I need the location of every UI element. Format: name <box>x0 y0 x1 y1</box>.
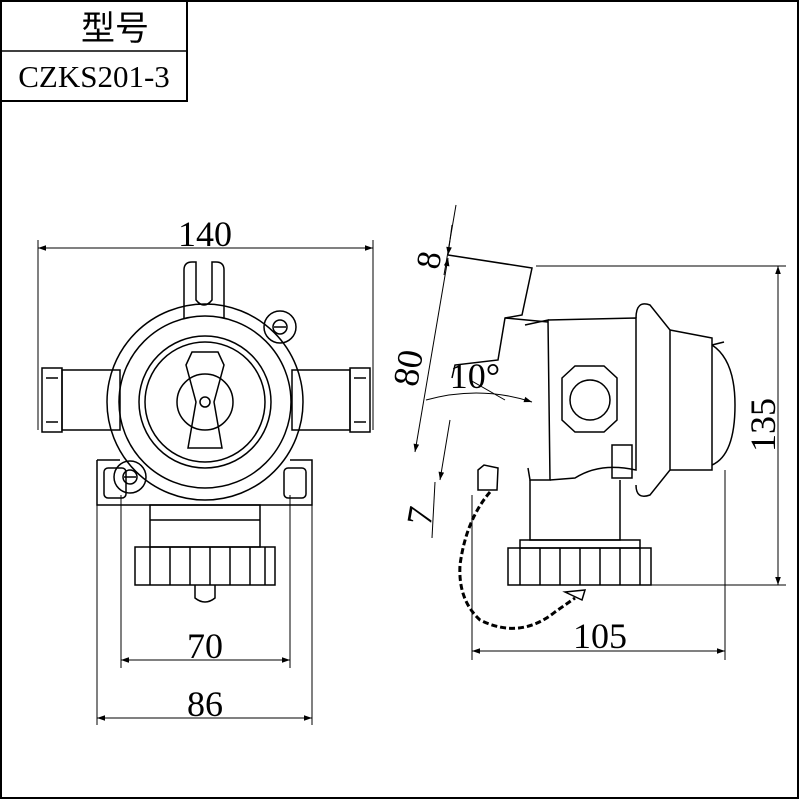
dim-front-width: 140 <box>178 214 232 254</box>
side-view <box>447 254 736 630</box>
dim-mount-outer: 86 <box>187 684 223 724</box>
front-dimensions <box>37 240 374 725</box>
dim-lid-bottom: 7 <box>399 504 442 529</box>
dim-side-depth: 105 <box>573 616 627 656</box>
dim-mount-inner: 70 <box>187 626 223 666</box>
title-block: 型号 CZKS201-3 <box>0 0 188 102</box>
side-dimensions <box>413 204 786 660</box>
front-view <box>41 261 371 603</box>
dim-side-height: 135 <box>743 398 783 452</box>
title-block-model: CZKS201-3 <box>18 59 170 94</box>
dim-lid-length: 80 <box>385 347 431 389</box>
dim-lid-top: 8 <box>410 249 449 272</box>
dim-lid-angle: 10° <box>450 356 500 396</box>
title-block-header: 型号 <box>81 11 149 48</box>
